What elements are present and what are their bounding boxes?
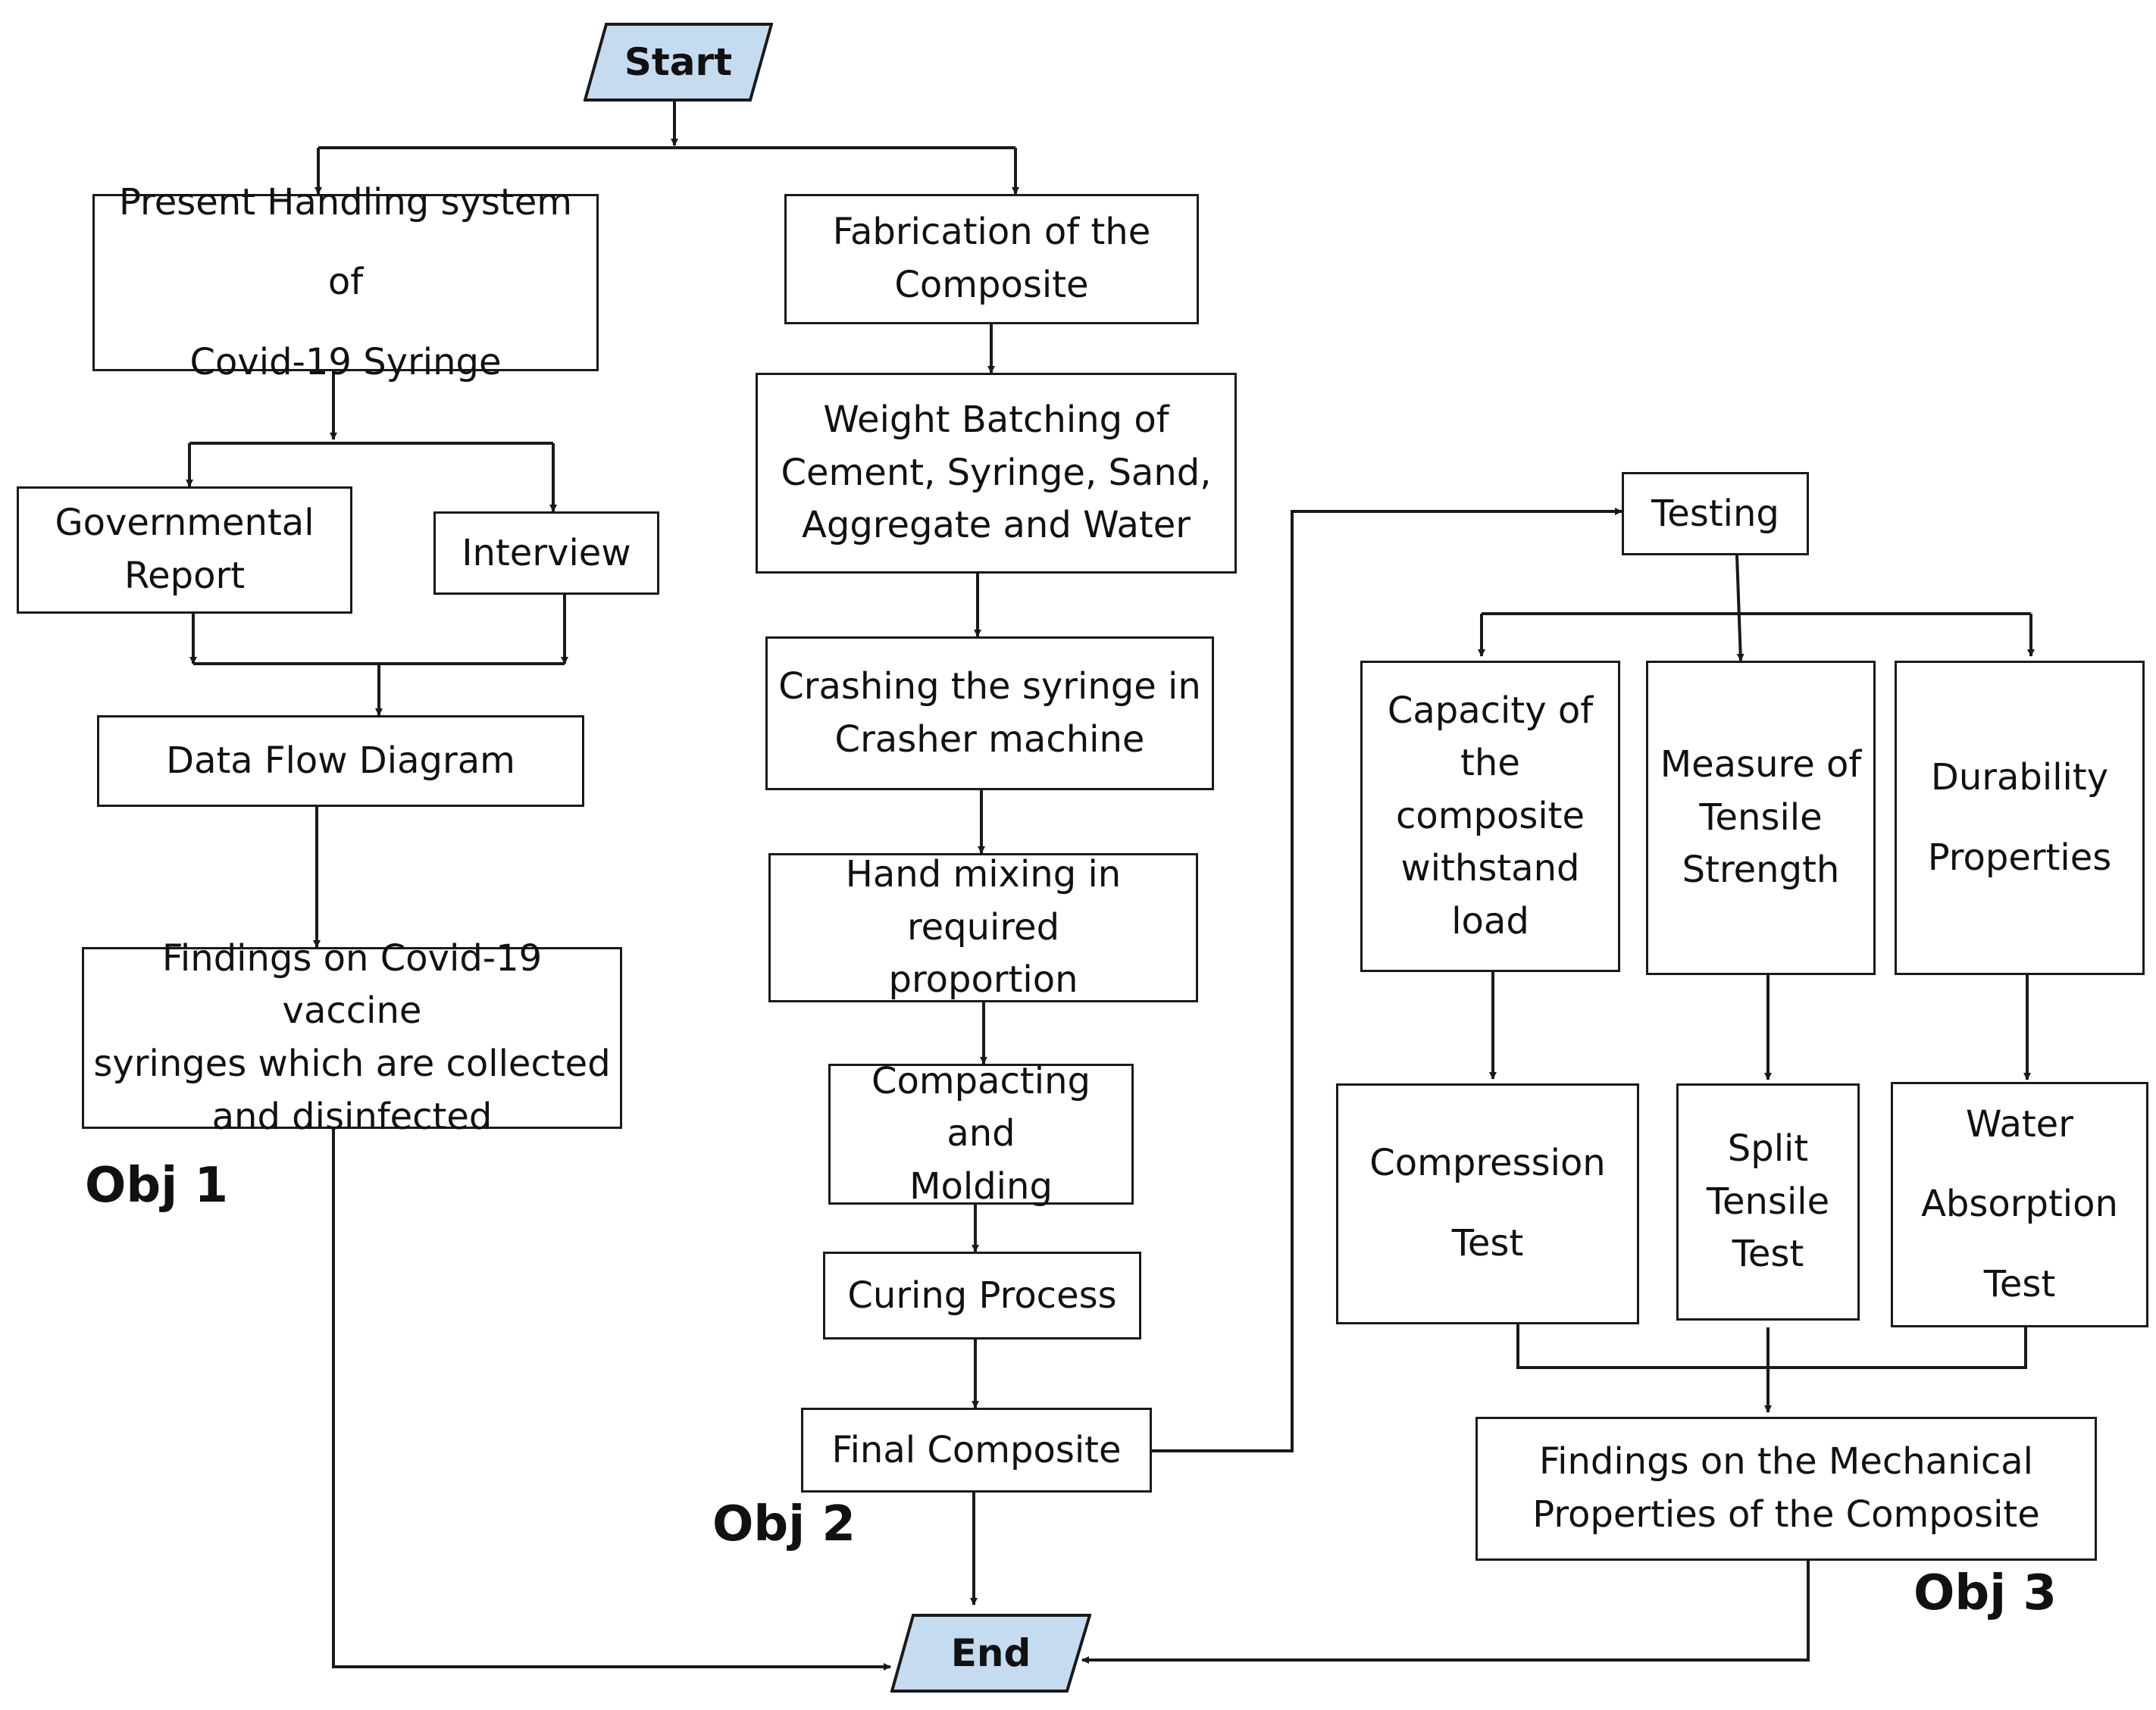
box-text-line: load <box>1451 899 1529 943</box>
start-terminal: Start <box>584 23 773 102</box>
box-text-line: and disinfected <box>211 1095 493 1138</box>
box-text-line: Hand mixing in required <box>845 853 1122 949</box>
box-text-line: Final Composite <box>831 1428 1122 1471</box>
box-text-line: Measure of <box>1660 743 1862 786</box>
box-text-line: Findings on Covid-19 vaccine <box>161 936 543 1033</box>
box-text-line: Tensile <box>1706 1180 1830 1223</box>
box-text-line: Report <box>124 555 246 597</box>
weight-batching-box: Weight Batching of Cement, Syringe, Sand,… <box>756 373 1237 574</box>
box-text-line: Split <box>1727 1127 1809 1171</box>
crashing-box: Crashing the syringe in Crasher machine <box>765 636 1214 790</box>
box-text-line: Properties <box>1927 836 2112 879</box>
box-text-line: Testing <box>1651 492 1779 535</box>
box-text-line: Properties of the Composite <box>1532 1493 2040 1536</box>
box-text-line: Tensile <box>1699 796 1823 839</box>
box-text-line: Strength <box>1682 849 1840 892</box>
obj1-findings-box: Findings on Covid-19 vaccine syringes whi… <box>82 937 622 1138</box>
parallelogram-shape <box>584 23 773 102</box>
box-text-line: Interview <box>462 531 631 574</box>
box-text-line: Composite <box>894 264 1089 306</box>
final-composite-box: Final Composite <box>801 1408 1152 1493</box>
box-text-line: Fabrication of the <box>832 211 1151 254</box>
box-text-line: Weight Batching of <box>823 399 1169 442</box>
end-terminal: End <box>890 1614 1091 1693</box>
box-text-line: proportion <box>888 958 1078 1002</box>
box-text-line: Crasher machine <box>834 717 1145 761</box>
box-text-line: Data Flow Diagram <box>166 739 515 783</box>
box-text-line: Molding <box>909 1164 1053 1208</box>
obj1-label: Obj 1 <box>85 1158 228 1214</box>
obj3-label: Obj 3 <box>1913 1565 2057 1621</box>
box-text-line: Present Handling system of <box>118 180 573 304</box>
testing-box: Testing <box>1622 472 1809 555</box>
box-text-line: Aggregate and Water <box>802 504 1191 547</box>
box-text-line: syringes which are collected <box>93 1043 611 1085</box>
end-label: End <box>950 1631 1031 1675</box>
box-text-line: composite <box>1395 794 1585 837</box>
box-text-line: Findings on the Mechanical <box>1539 1440 2033 1483</box>
start-label: Start <box>624 40 733 84</box>
box-text-line: Test <box>1983 1262 2056 1305</box>
present-handling-box: Present Handling system of Covid-19 Syrin… <box>92 181 599 383</box>
box-text-line: Curing Process <box>847 1274 1117 1317</box>
box-text-line: Governmental <box>55 502 314 545</box>
box-text-line: Compression <box>1369 1142 1606 1185</box>
hand-mixing-box: Hand mixing in required proportion <box>768 853 1198 1002</box>
box-text-line: Cement, Syringe, Sand, <box>781 451 1212 494</box>
data-flow-diagram-box: Data Flow Diagram <box>97 715 584 807</box>
box-text-line: Test <box>1732 1233 1804 1276</box>
box-text-line: Crashing the syringe in <box>778 664 1201 708</box>
box-text-line: withstand <box>1400 847 1580 890</box>
box-text-line: Test <box>1451 1222 1524 1265</box>
box-text-line: Durability <box>1930 755 2109 799</box>
box-text-line: Covid-19 Syringe <box>189 340 502 383</box>
interview-box: Interview <box>433 511 659 595</box>
curing-box: Curing Process <box>823 1252 1141 1340</box>
box-text-line: Absorption <box>1921 1183 2118 1226</box>
capacity-box: Capacity of the composite withstand load <box>1360 661 1620 972</box>
box-text-line: the <box>1460 742 1520 785</box>
box-text-line: Capacity of <box>1387 689 1594 732</box>
box-text-line: Water <box>1966 1102 2073 1146</box>
parallelogram-shape <box>890 1614 1091 1693</box>
box-text-line: Compacting and <box>871 1059 1091 1155</box>
obj2-label: Obj 2 <box>712 1496 856 1552</box>
